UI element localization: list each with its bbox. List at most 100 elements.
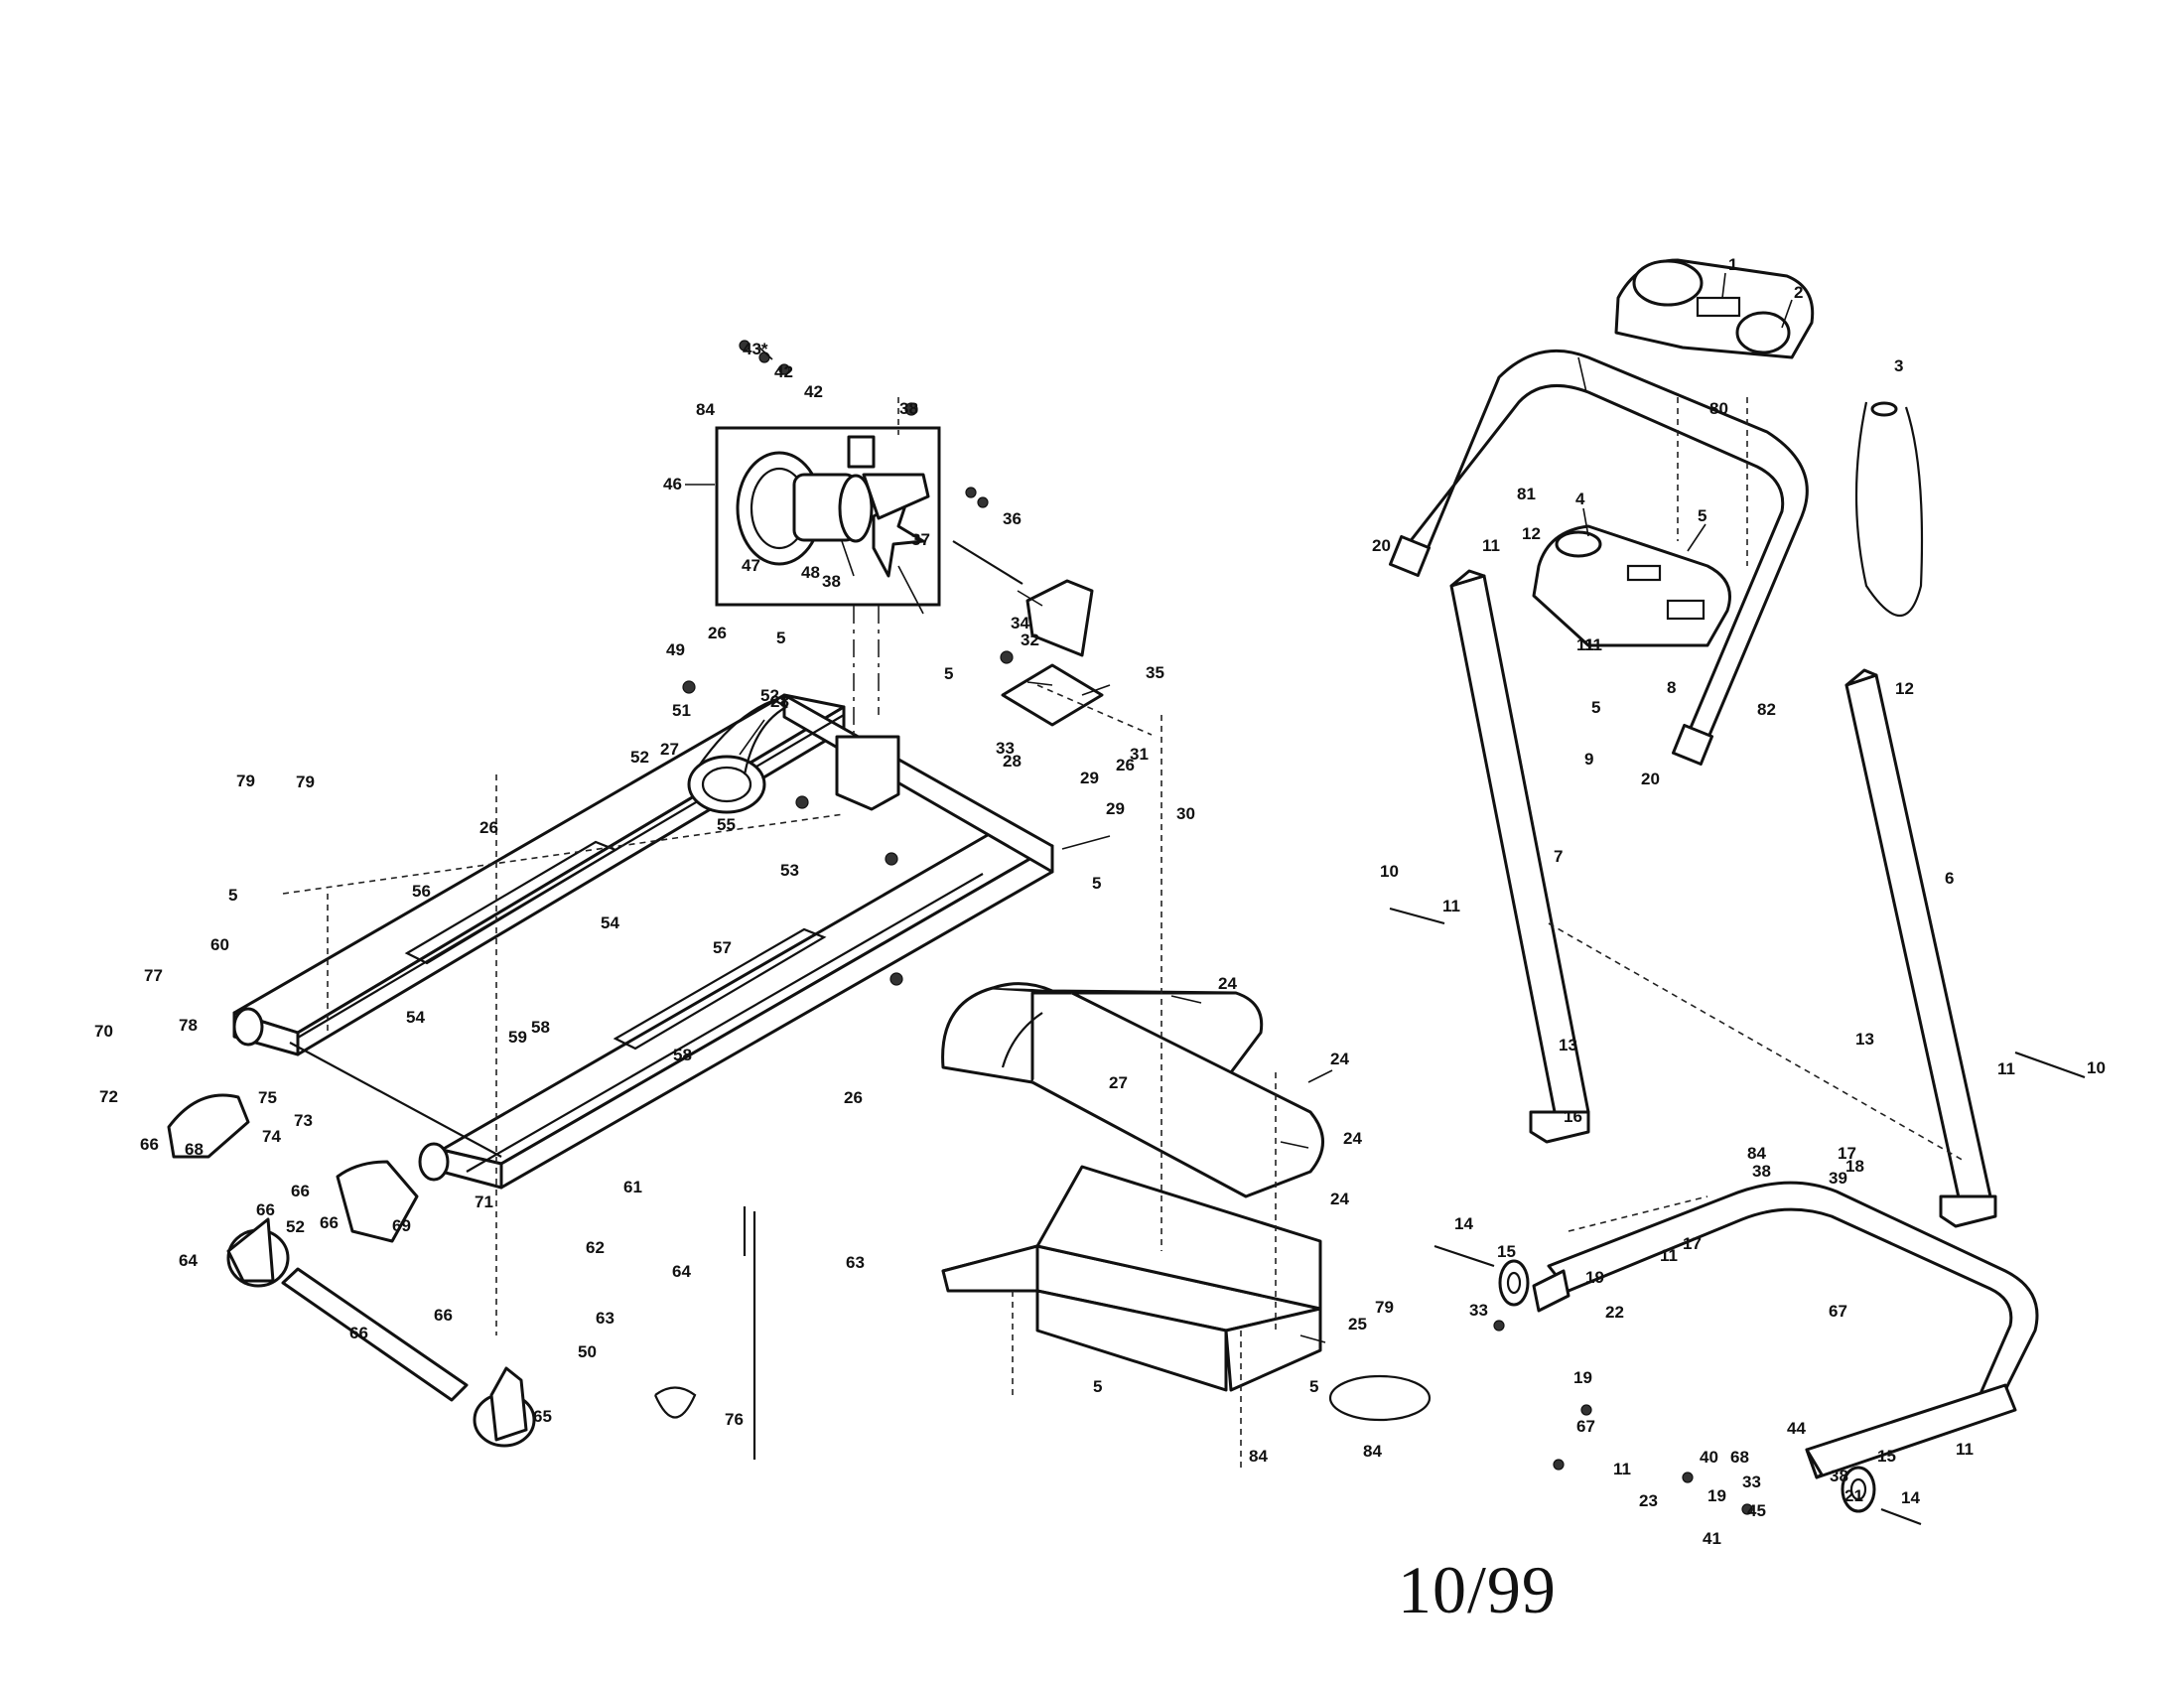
callout: 61 — [623, 1178, 642, 1196]
console-tray — [1532, 524, 1731, 647]
callout: 68 — [185, 1140, 204, 1159]
callout: 22 — [1605, 1303, 1624, 1322]
callout: 79 — [296, 772, 315, 791]
callout: 75 — [258, 1088, 277, 1107]
motor-assembly — [715, 426, 941, 607]
callout: 23 — [1639, 1491, 1658, 1510]
callout: 28 — [1003, 752, 1022, 771]
callout: 77 — [144, 966, 163, 985]
callout: 38 — [899, 399, 918, 418]
callout: 53 — [780, 861, 799, 880]
callout: 7 — [1554, 847, 1563, 866]
callout: 63 — [846, 1253, 865, 1272]
callout: 25 — [1348, 1315, 1367, 1333]
fasteners — [682, 340, 2086, 1526]
callout: 58 — [531, 1018, 550, 1037]
callout: 84 — [1363, 1442, 1382, 1461]
callout: 4 — [1575, 490, 1585, 508]
callout: 43* — [743, 340, 768, 358]
callout: 68 — [1730, 1448, 1749, 1467]
callout: 39 — [1829, 1169, 1847, 1188]
callout: 56 — [412, 882, 431, 901]
callout: 52 — [286, 1217, 305, 1236]
callout: 66 — [140, 1135, 159, 1154]
callout: 32 — [1021, 631, 1039, 649]
callout: 24 — [1343, 1129, 1362, 1148]
callout: 52 — [760, 686, 779, 705]
assembly-lines — [282, 397, 1967, 1470]
callout: 19 — [1573, 1368, 1592, 1387]
callout: 10 — [2087, 1058, 2106, 1077]
callout: 26 — [708, 624, 727, 642]
callout: 84 — [1747, 1144, 1766, 1163]
callout: 49 — [666, 640, 685, 659]
callout: 40 — [1700, 1448, 1718, 1467]
callout: 20 — [1372, 536, 1391, 555]
callout-labels: 1 2 3 4 5 5 5 5 5 5 5 5 6 7 8 9 10 10 11… — [94, 255, 2106, 1548]
callout: 5 — [1591, 698, 1600, 717]
upright-base-frame — [1532, 1181, 2039, 1479]
callout: 80 — [1709, 399, 1728, 418]
callout: 11 — [1997, 1059, 2015, 1078]
callout: 66 — [291, 1182, 310, 1200]
callout: 11 — [1660, 1246, 1678, 1265]
callout: 29 — [1080, 769, 1099, 787]
callout: 38 — [1752, 1162, 1771, 1181]
callout: 52 — [630, 748, 649, 767]
callout: 79 — [236, 772, 255, 790]
callout: 79 — [1375, 1298, 1394, 1317]
motor-hood — [941, 982, 1324, 1198]
callout: 5 — [776, 629, 785, 647]
callout: 71 — [475, 1193, 493, 1211]
callout: 60 — [210, 935, 229, 954]
callout: 55 — [717, 815, 736, 834]
callout: 5 — [228, 886, 237, 905]
callout: 82 — [1757, 700, 1776, 719]
callout: 81 — [1517, 485, 1536, 503]
callout: 70 — [94, 1022, 113, 1041]
callout: 67 — [1829, 1302, 1847, 1321]
callout: 15 — [1497, 1242, 1516, 1261]
callout: 13 — [1559, 1036, 1577, 1054]
callout: 76 — [725, 1410, 744, 1429]
callout: 84 — [696, 400, 715, 419]
console — [1614, 258, 1815, 359]
callout: 27 — [1109, 1073, 1128, 1092]
callout: 9 — [1584, 750, 1593, 769]
callout: 45 — [1747, 1501, 1766, 1520]
callout: 47 — [742, 556, 760, 575]
callout: 29 — [1106, 799, 1125, 818]
callout: 42 — [804, 382, 823, 401]
callout: 48 — [801, 563, 820, 582]
callout: 8 — [1667, 678, 1676, 697]
callout: 72 — [99, 1087, 118, 1106]
callout: 16 — [1564, 1107, 1582, 1126]
callout: 11 — [1956, 1440, 1974, 1459]
uprights — [1449, 569, 1997, 1228]
callout: 28 — [770, 692, 789, 711]
callout: 37 — [911, 530, 930, 549]
callout: 6 — [1945, 869, 1954, 888]
callout: 3 — [1894, 356, 1903, 375]
base-pan — [941, 1165, 1322, 1392]
callout: 42 — [774, 362, 793, 381]
callout: 15 — [1877, 1447, 1896, 1466]
callout: 33 — [1742, 1473, 1761, 1491]
callout: 24 — [1330, 1190, 1349, 1208]
callout: 20 — [1641, 770, 1660, 788]
callout: 51 — [672, 701, 691, 720]
callout: 19 — [1707, 1486, 1726, 1505]
callout: 24 — [1218, 974, 1237, 993]
callout: 41 — [1703, 1529, 1721, 1548]
base-frame — [232, 693, 1054, 1190]
misc-parts — [167, 401, 1924, 1442]
callout: 67 — [1576, 1417, 1595, 1436]
callout: 78 — [179, 1016, 198, 1035]
callout: 24 — [1330, 1050, 1349, 1068]
callout: 27 — [660, 740, 679, 759]
callout: 69 — [392, 1216, 411, 1235]
callout: 54 — [406, 1008, 425, 1027]
callout: 19 — [1585, 1268, 1604, 1287]
callout: 33 — [1469, 1301, 1488, 1320]
callout: 59 — [508, 1028, 527, 1047]
